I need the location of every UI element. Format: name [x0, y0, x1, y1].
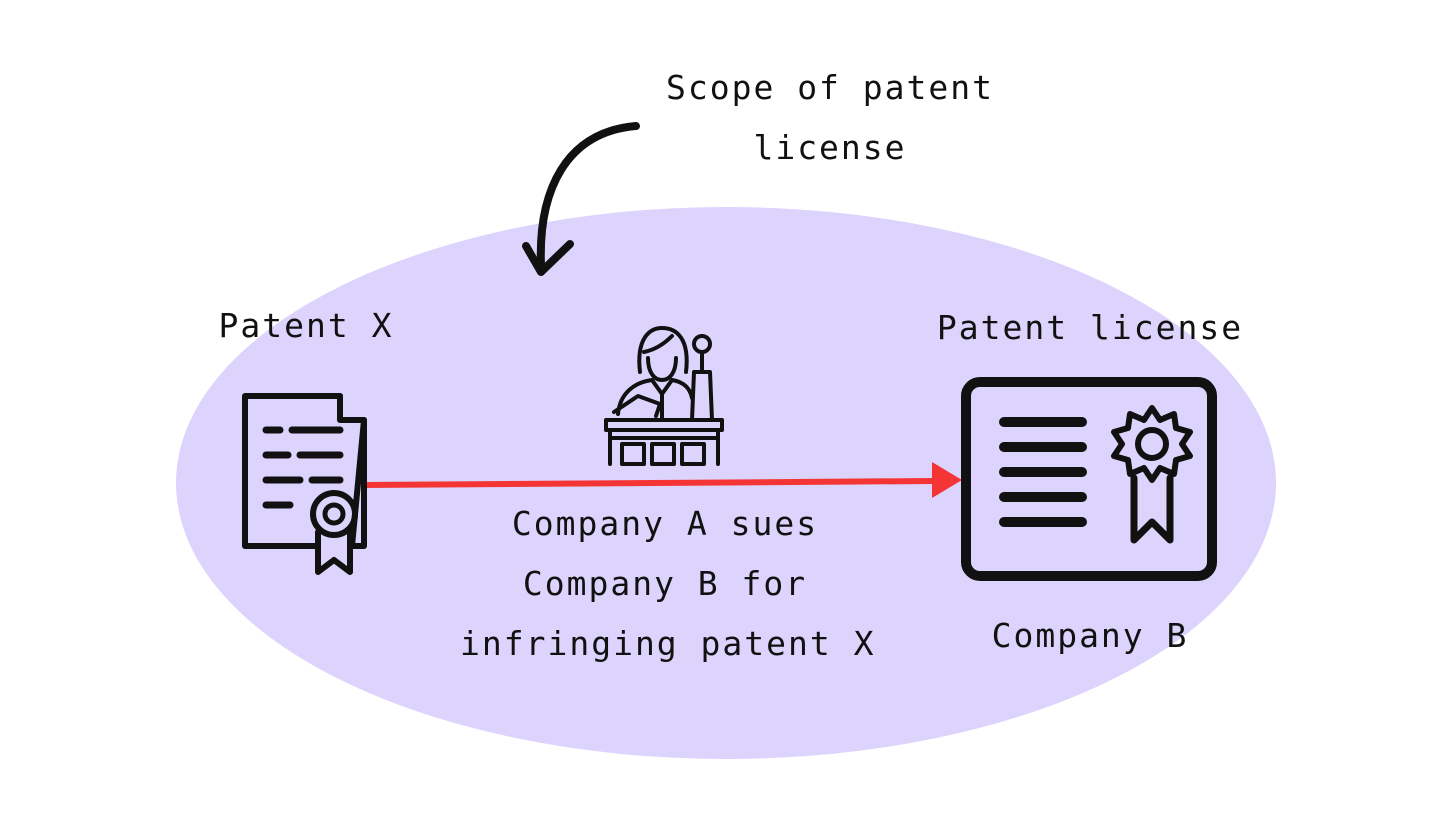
- lawsuit-label-line-2: Company B for: [522, 564, 808, 603]
- scope-label-line-1: Scope of patent: [665, 68, 994, 107]
- scope-pointer-arrow: [522, 122, 640, 276]
- patent-label: Patent X: [218, 306, 394, 345]
- lawsuit-label: Company A sues Company B for infringing …: [460, 494, 876, 674]
- judge-gavel-icon: [604, 326, 724, 466]
- scope-label-line-2: license: [753, 128, 907, 167]
- lawsuit-label-line-3: infringing patent X: [460, 624, 876, 663]
- license-label: Patent license: [936, 308, 1244, 347]
- scope-label: Scope of patent license: [660, 58, 1000, 178]
- license-certificate-icon: [961, 377, 1217, 581]
- lawsuit-arrow: [365, 462, 962, 498]
- lawsuit-label-line-1: Company A sues: [511, 504, 819, 543]
- patent-document-icon: [242, 393, 367, 575]
- company-b-label: Company B: [991, 616, 1189, 655]
